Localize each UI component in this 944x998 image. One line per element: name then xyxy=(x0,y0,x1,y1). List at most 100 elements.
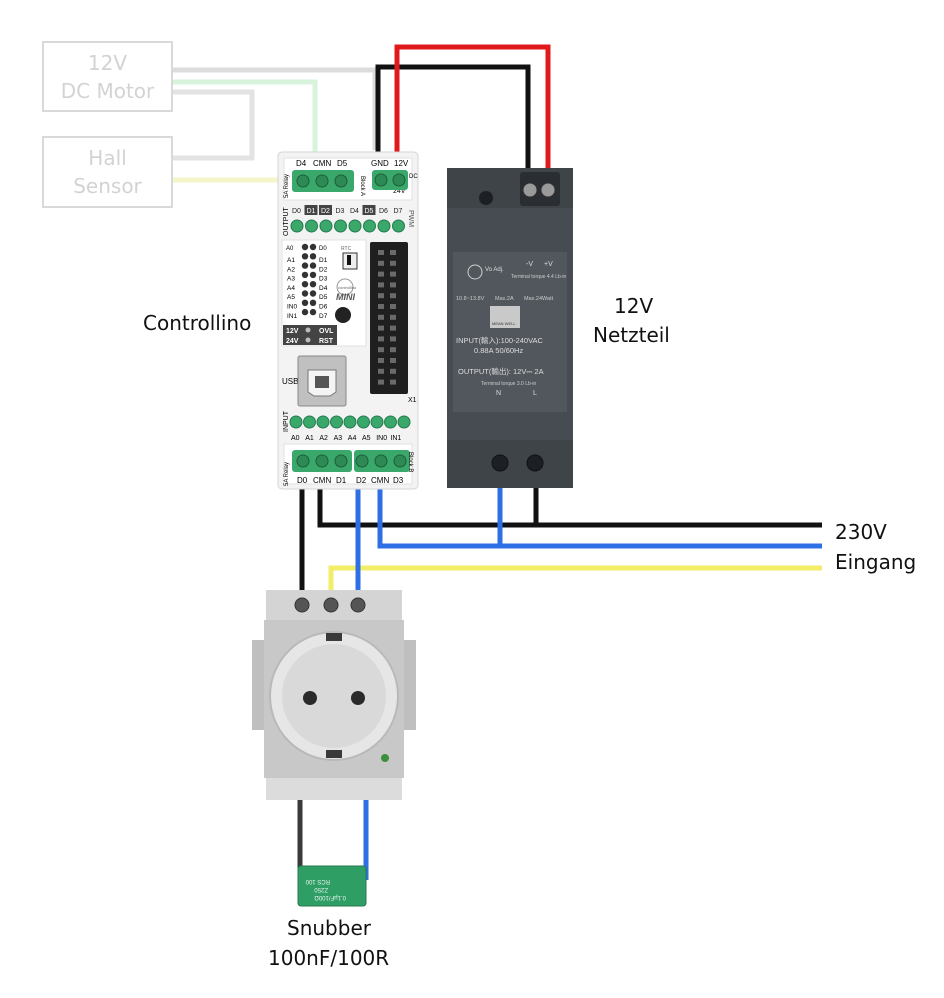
mains-wires xyxy=(299,478,822,600)
status-led-right xyxy=(309,290,317,297)
v12-label: 12V xyxy=(286,328,299,335)
x1-pin xyxy=(378,304,384,309)
x1-connector xyxy=(370,242,408,394)
output-pin-label: D3 xyxy=(336,208,345,215)
pwm-label: PWM xyxy=(407,210,414,227)
x1-pins xyxy=(378,250,396,385)
controllino-module: D4 CMN D5 GND 12V DC 24V Block A 5A Rela… xyxy=(277,151,419,490)
rtc-label: RTC xyxy=(341,246,352,252)
status-led-left xyxy=(301,253,309,260)
status-led-left xyxy=(301,299,309,306)
psu-brand: MEAN WELL xyxy=(492,321,516,326)
input-terminal xyxy=(370,415,384,429)
top-label-d4: D4 xyxy=(296,159,307,168)
led-label-left: A1 xyxy=(287,257,295,264)
earth-clip-top xyxy=(326,633,342,641)
psu-l-label: L xyxy=(533,390,537,397)
psu-input-2: 0.88A 50/60Hz xyxy=(474,346,523,355)
output-pin-label: D5 xyxy=(365,208,374,215)
x1-pin xyxy=(378,379,384,385)
led-label-right: D1 xyxy=(319,257,328,264)
snubber-label-1: Snubber xyxy=(287,916,371,940)
status-led-right xyxy=(309,281,317,288)
voltage-adj-pot xyxy=(467,264,483,280)
status-led-right xyxy=(309,253,317,260)
output-pin-label: D4 xyxy=(350,208,359,215)
input-terminal xyxy=(357,415,370,429)
x1-pin xyxy=(390,260,396,266)
input-terminal xyxy=(384,415,397,429)
mains-yellow-wire xyxy=(328,565,822,600)
top-terminals-a xyxy=(292,170,354,192)
hall-sensor-box: Hall Sensor xyxy=(42,136,173,208)
dc-motor-label-2: DC Motor xyxy=(60,79,155,103)
status-led-right xyxy=(309,243,317,251)
top-label-cmn: CMN xyxy=(313,159,331,168)
psu-l-screw xyxy=(526,454,544,472)
dc-voltage: 24V xyxy=(393,188,406,195)
input-terminals xyxy=(289,415,411,429)
output-terminal xyxy=(348,219,362,233)
gnd-wire xyxy=(375,64,531,170)
x1-pin xyxy=(378,250,384,255)
psu-torque-top: Terminal torque 4.4 Lb-in xyxy=(511,274,567,280)
x1-pin xyxy=(378,293,384,299)
x1-pin xyxy=(378,347,384,353)
x1-pin xyxy=(390,293,396,299)
input-pin-label: A1 xyxy=(305,435,314,442)
input-pin-label: A4 xyxy=(348,435,357,442)
input-pin-label: IN1 xyxy=(390,435,401,442)
relay-pin-label: D0 xyxy=(297,476,308,485)
relay-terminals-right xyxy=(354,450,410,472)
x1-pin xyxy=(378,325,384,331)
led-label-left: A5 xyxy=(287,294,295,301)
x1-pin xyxy=(378,358,384,363)
x1-pin xyxy=(390,379,396,385)
input-terminal xyxy=(397,415,411,429)
psu-max-w: Max.24Watt xyxy=(524,296,554,302)
x1-pin xyxy=(390,250,396,255)
usb-label: USB xyxy=(282,377,298,386)
led-label-right: D6 xyxy=(319,304,328,311)
psu-range: 10.8~13.8V xyxy=(456,296,485,302)
psu-input-1: INPUT(輸入):100-240VAC xyxy=(456,335,544,345)
status-led-left xyxy=(301,262,309,269)
dc-motor-box: 12V DC Motor xyxy=(42,41,173,112)
x1-pin xyxy=(378,282,384,288)
psu-plus-screw xyxy=(540,182,556,198)
status-led-left xyxy=(301,243,309,251)
output-terminal xyxy=(392,219,405,233)
input-terminal xyxy=(289,415,303,429)
output-terminal xyxy=(305,219,318,233)
input-label: INPUT xyxy=(283,410,290,432)
status-led-left xyxy=(301,290,309,297)
mains-blue-wire xyxy=(377,478,822,549)
relay-pin-label: D1 xyxy=(336,476,347,485)
led-d0: D0 xyxy=(319,246,327,252)
status-led-left xyxy=(301,271,309,279)
status-led-right xyxy=(309,299,317,306)
mains-label-2: Eingang xyxy=(835,550,917,574)
x1-pin xyxy=(390,325,396,331)
psu-minus-screw xyxy=(522,182,538,198)
v24-label: 24V xyxy=(286,338,299,345)
psu-logo xyxy=(490,306,520,328)
led-label-right: D3 xyxy=(319,276,328,283)
x1-label: X1 xyxy=(408,397,417,404)
psu-minus-v: -V xyxy=(526,261,533,268)
top-label-d5: D5 xyxy=(337,159,348,168)
psu-module: Vo Adj. -V +V Terminal torque 4.4 Lb-in … xyxy=(447,168,573,488)
motor-wire-green xyxy=(172,79,318,172)
output-terminals xyxy=(290,219,405,233)
rst-label: RST xyxy=(319,338,334,345)
x1-pin xyxy=(378,260,384,266)
x1-pin xyxy=(390,271,396,277)
psu-label-1: 12V xyxy=(614,294,654,318)
output-terminal xyxy=(363,219,376,233)
x1-pin xyxy=(390,314,396,320)
output-terminal xyxy=(319,219,333,233)
